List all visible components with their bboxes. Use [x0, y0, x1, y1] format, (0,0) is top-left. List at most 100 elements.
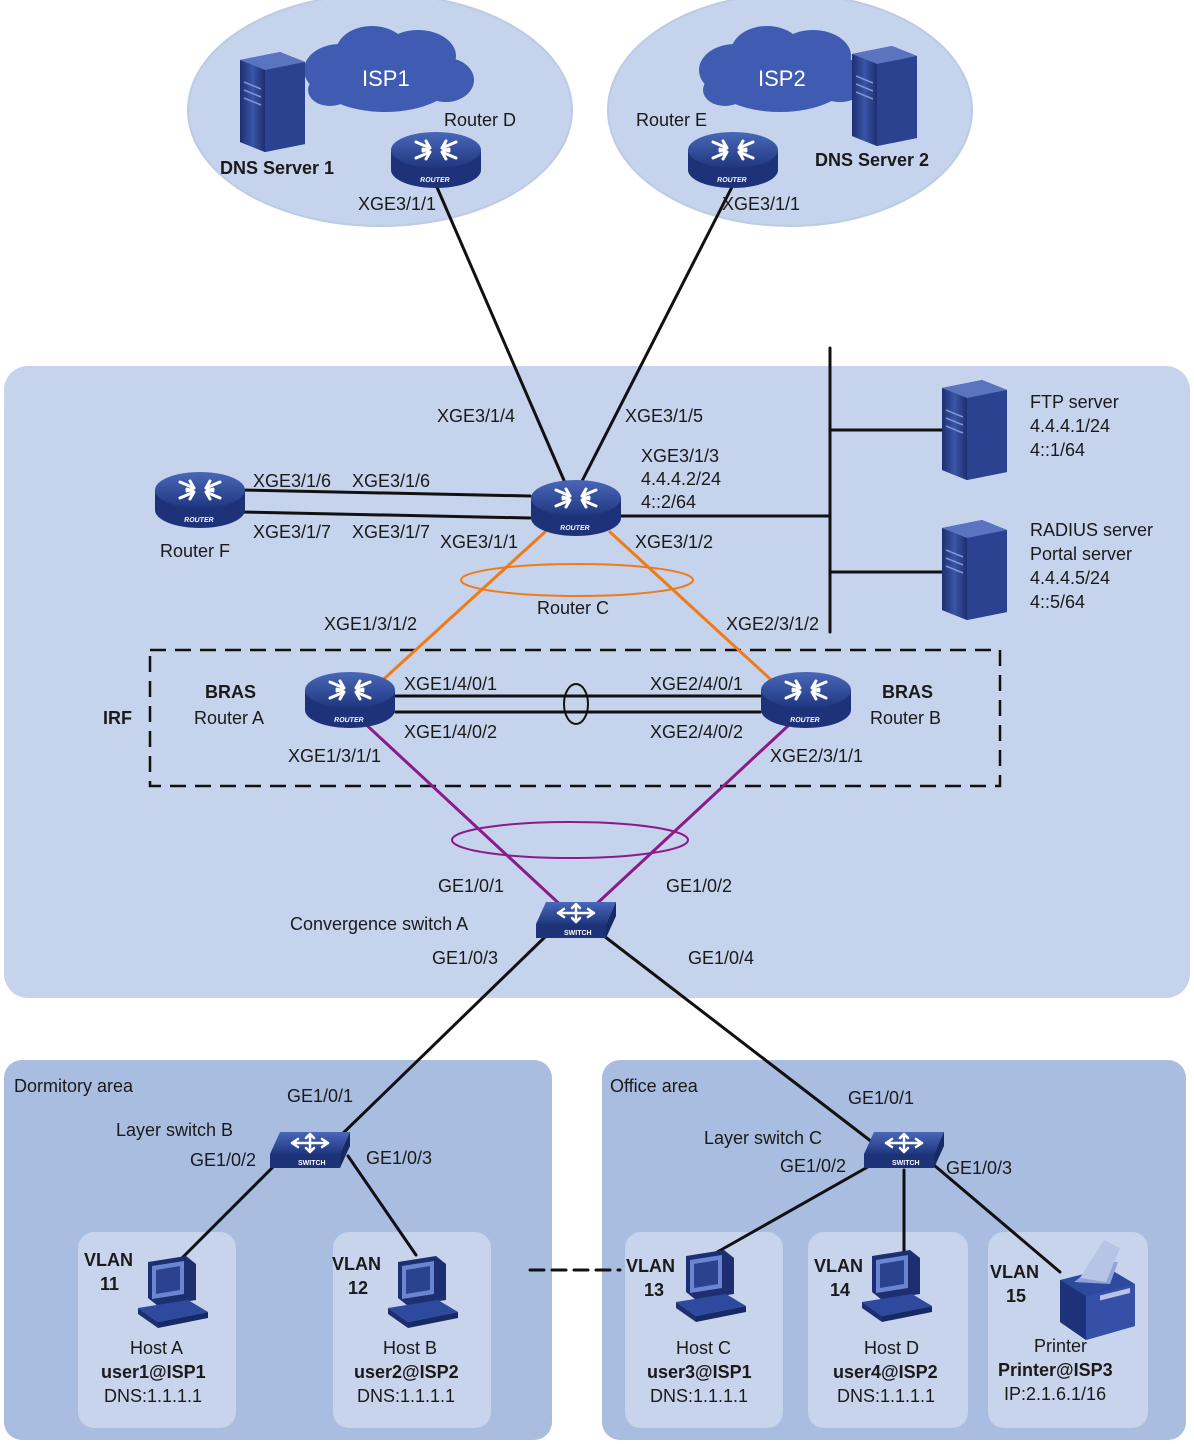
- host-c-name: Host C: [676, 1338, 731, 1358]
- svg-text:ROUTER: ROUTER: [717, 177, 747, 184]
- svg-text:SWITCH: SWITCH: [892, 1160, 920, 1167]
- host-c-box: [625, 1232, 783, 1428]
- rc-port-1: XGE3/1/1: [440, 532, 518, 552]
- link-swc-hostc: [710, 1158, 882, 1257]
- rb-link-2: XGE2/4/0/2: [650, 722, 743, 742]
- router-e-port: XGE3/1/1: [722, 194, 800, 214]
- router-b-icon[interactable]: ROUTER: [759, 670, 853, 730]
- radius-server-label: RADIUS server: [1030, 520, 1153, 540]
- host-b-name: Host B: [383, 1338, 437, 1358]
- ra-down-port: XGE1/3/1/1: [288, 746, 381, 766]
- host-a-dns: DNS:1.1.1.1: [104, 1386, 202, 1406]
- link-a-swa: [344, 704, 568, 912]
- router-d-port: XGE3/1/1: [358, 194, 436, 214]
- rc-port-7: XGE3/1/7: [352, 522, 430, 542]
- rc-port-2: XGE3/1/2: [635, 532, 713, 552]
- swb-port-1: GE1/0/1: [287, 1086, 353, 1106]
- switch-b-icon[interactable]: SWITCH: [268, 1130, 352, 1170]
- printer-user: Printer@ISP3: [998, 1360, 1113, 1380]
- swc-port-1: GE1/0/1: [848, 1088, 914, 1108]
- svg-text:SWITCH: SWITCH: [564, 930, 592, 937]
- ra-link-1: XGE1/4/0/1: [404, 674, 497, 694]
- svg-text:ROUTER: ROUTER: [420, 177, 450, 184]
- host-a-vlan: VLAN: [84, 1250, 133, 1270]
- ftp-server-ipv6: 4::1/64: [1030, 440, 1085, 460]
- router-c-label: Router C: [537, 598, 609, 618]
- ftp-server-icon[interactable]: [941, 379, 1008, 481]
- isp2-cloud-icon: [699, 26, 868, 112]
- host-d-name: Host D: [864, 1338, 919, 1358]
- link-f-c-1: [238, 488, 532, 498]
- orange-aggregation-ring: [460, 563, 694, 597]
- host-c-dns: DNS:1.1.1.1: [650, 1386, 748, 1406]
- host-c-vlan-id: 13: [644, 1280, 664, 1300]
- rc-port-3-ipv6: 4::2/64: [641, 492, 696, 512]
- dns-server-2-label: DNS Server 2: [815, 150, 929, 170]
- rc-port-3-ipv4: 4.4.4.2/24: [641, 469, 721, 489]
- rf-port-7: XGE3/1/7: [253, 522, 331, 542]
- swc-port-3: GE1/0/3: [946, 1158, 1012, 1178]
- dns-server-1-label: DNS Server 1: [220, 158, 334, 178]
- swb-port-2: GE1/0/2: [190, 1150, 256, 1170]
- printer-vlan: VLAN: [990, 1262, 1039, 1282]
- host-c-vlan: VLAN: [626, 1256, 675, 1276]
- irf-box: [148, 648, 1002, 788]
- router-f-label: Router F: [160, 541, 230, 561]
- router-a-role: BRAS: [205, 682, 256, 702]
- swa-port-2: GE1/0/2: [666, 876, 732, 896]
- ftp-server-ipv4: 4.4.4.1/24: [1030, 416, 1110, 436]
- router-c-icon[interactable]: ROUTER: [529, 478, 623, 538]
- router-b-label: Router B: [870, 708, 941, 728]
- dns-server-2-icon[interactable]: [851, 45, 918, 147]
- host-d-dns: DNS:1.1.1.1: [837, 1386, 935, 1406]
- links: [178, 183, 1062, 1274]
- svg-text:ROUTER: ROUTER: [334, 717, 364, 724]
- switch-a-label: Convergence switch A: [290, 914, 468, 934]
- dns-server-1-icon[interactable]: [239, 51, 306, 153]
- printer-ip: IP:2.1.6.1/16: [1004, 1384, 1106, 1404]
- ra-up-port: XGE1/3/1/2: [324, 614, 417, 634]
- link-swb-hosta: [178, 1158, 282, 1262]
- router-a-icon[interactable]: ROUTER: [303, 670, 397, 730]
- core-area: [4, 366, 1190, 998]
- rc-port-3: XGE3/1/3: [641, 446, 719, 466]
- svg-text:ROUTER: ROUTER: [790, 717, 820, 724]
- link-c-a: [372, 530, 547, 690]
- router-a-label: Router A: [194, 708, 264, 728]
- host-b-user: user2@ISP2: [354, 1362, 459, 1382]
- rc-port-4: XGE3/1/4: [437, 406, 515, 426]
- host-a-user: user1@ISP1: [101, 1362, 206, 1382]
- router-d-icon[interactable]: ROUTER: [389, 130, 483, 190]
- host-d-user: user4@ISP2: [833, 1362, 938, 1382]
- host-b-dns: DNS:1.1.1.1: [357, 1386, 455, 1406]
- switch-a-icon[interactable]: SWITCH: [534, 900, 618, 940]
- link-e-c: [578, 183, 735, 487]
- switch-b-label: Layer switch B: [116, 1120, 233, 1140]
- router-b-role: BRAS: [882, 682, 933, 702]
- rc-port-6: XGE3/1/6: [352, 471, 430, 491]
- host-b-vlan: VLAN: [332, 1254, 381, 1274]
- isp2-label: ISP2: [758, 66, 806, 91]
- rc-port-5: XGE3/1/5: [625, 406, 703, 426]
- radius-server-icon[interactable]: [941, 519, 1008, 621]
- host-d-vlan-id: 14: [830, 1280, 850, 1300]
- swb-port-3: GE1/0/3: [366, 1148, 432, 1168]
- radius-server-ipv4: 4.4.4.5/24: [1030, 568, 1110, 588]
- link-d-c: [434, 183, 568, 487]
- router-d-label: Router D: [444, 110, 516, 130]
- switch-c-icon[interactable]: SWITCH: [862, 1130, 946, 1170]
- link-c-b: [608, 530, 782, 690]
- isp1-cloud-icon: [304, 26, 474, 112]
- printer-name: Printer: [1034, 1336, 1087, 1356]
- swa-port-1: GE1/0/1: [438, 876, 504, 896]
- link-swa-swc: [602, 934, 874, 1144]
- router-e-label: Router E: [636, 110, 707, 130]
- host-d-box: [808, 1232, 968, 1428]
- portal-server-label: Portal server: [1030, 544, 1132, 564]
- link-swa-swb: [334, 934, 548, 1142]
- host-a-name: Host A: [130, 1338, 183, 1358]
- link-f-c-2: [238, 510, 532, 520]
- router-f-icon[interactable]: ROUTER: [153, 470, 247, 530]
- router-e-icon[interactable]: ROUTER: [686, 130, 780, 190]
